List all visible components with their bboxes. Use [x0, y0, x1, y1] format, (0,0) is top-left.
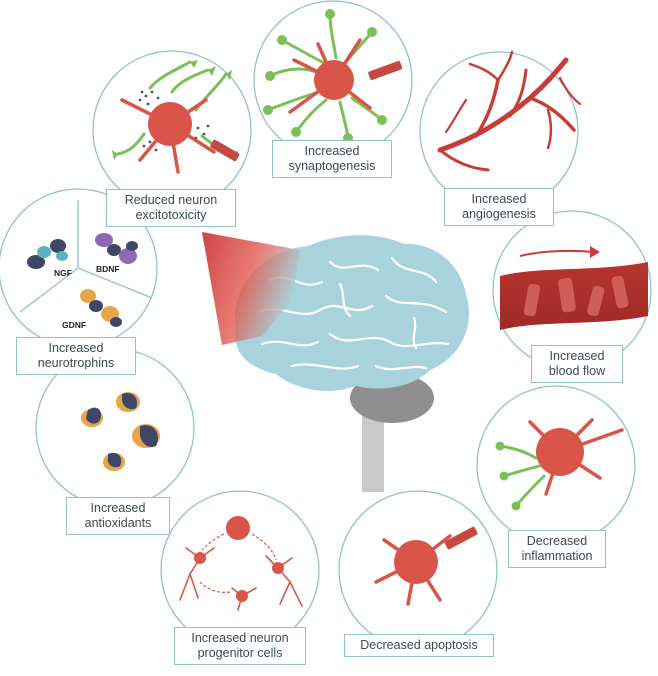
- ngf-molecule: [27, 239, 68, 269]
- blood-flow-illustration: [500, 246, 648, 330]
- label-blood-flow-line1: Increased: [549, 349, 605, 363]
- progenitor-illustration: [179, 516, 303, 611]
- label-inflammation-line1: Decreased: [526, 534, 588, 548]
- label-inflammation-line2: inflammation: [521, 549, 593, 563]
- label-blood-flow-line2: blood flow: [548, 364, 606, 378]
- stimulation-beam: [202, 232, 300, 345]
- label-synaptogenesis-line1: Increased: [304, 144, 360, 158]
- label-excitotoxicity-line1: Reduced neuron: [124, 193, 218, 207]
- label-excitotoxicity: Reduced neuron excitotoxicity: [106, 189, 236, 227]
- antioxidants-illustration: [81, 392, 160, 471]
- label-apoptosis: Decreased apoptosis: [344, 634, 494, 657]
- panel-progenitor-circle: [160, 490, 320, 650]
- label-antioxidants-line1: Increased: [90, 501, 146, 515]
- bdnf-molecule: [95, 233, 138, 264]
- label-progenitor-line2: progenitor cells: [197, 646, 283, 660]
- label-progenitor-line1: Increased neuron: [191, 631, 289, 645]
- label-neurotrophins-line1: Increased: [48, 341, 104, 355]
- label-progenitor: Increased neuron progenitor cells: [174, 627, 306, 665]
- label-synaptogenesis: Increased synaptogenesis: [272, 140, 392, 178]
- inflammation-illustration: [495, 418, 624, 511]
- spinal-cord: [362, 400, 384, 492]
- label-apoptosis-line1: Decreased apoptosis: [360, 638, 478, 652]
- gdnf-molecule: [80, 289, 122, 327]
- label-antioxidants-line2: antioxidants: [84, 516, 152, 530]
- label-blood-flow: Increased blood flow: [531, 345, 623, 383]
- apoptosis-illustration: [374, 526, 478, 606]
- brain-illustration: [202, 232, 469, 492]
- label-angiogenesis-line1: Increased: [471, 192, 527, 206]
- label-neurotrophins: Increased neurotrophins: [16, 337, 136, 375]
- label-inflammation: Decreased inflammation: [508, 530, 606, 568]
- gdnf-label: GDNF: [62, 320, 87, 330]
- neurotrophins-illustration: [19, 200, 153, 327]
- label-angiogenesis: Increased angiogenesis: [444, 188, 554, 226]
- angiogenesis-illustration: [437, 50, 582, 172]
- synaptogenesis-illustration: [263, 9, 403, 143]
- label-excitotoxicity-line2: excitotoxicity: [135, 208, 207, 222]
- label-antioxidants: Increased antioxidants: [66, 497, 170, 535]
- label-angiogenesis-line2: angiogenesis: [462, 207, 536, 221]
- label-synaptogenesis-line2: synaptogenesis: [288, 159, 376, 173]
- ngf-label: NGF: [54, 268, 72, 278]
- label-neurotrophins-line2: neurotrophins: [37, 356, 115, 370]
- excitotoxicity-illustration: [112, 60, 240, 174]
- bdnf-label: BDNF: [96, 264, 120, 274]
